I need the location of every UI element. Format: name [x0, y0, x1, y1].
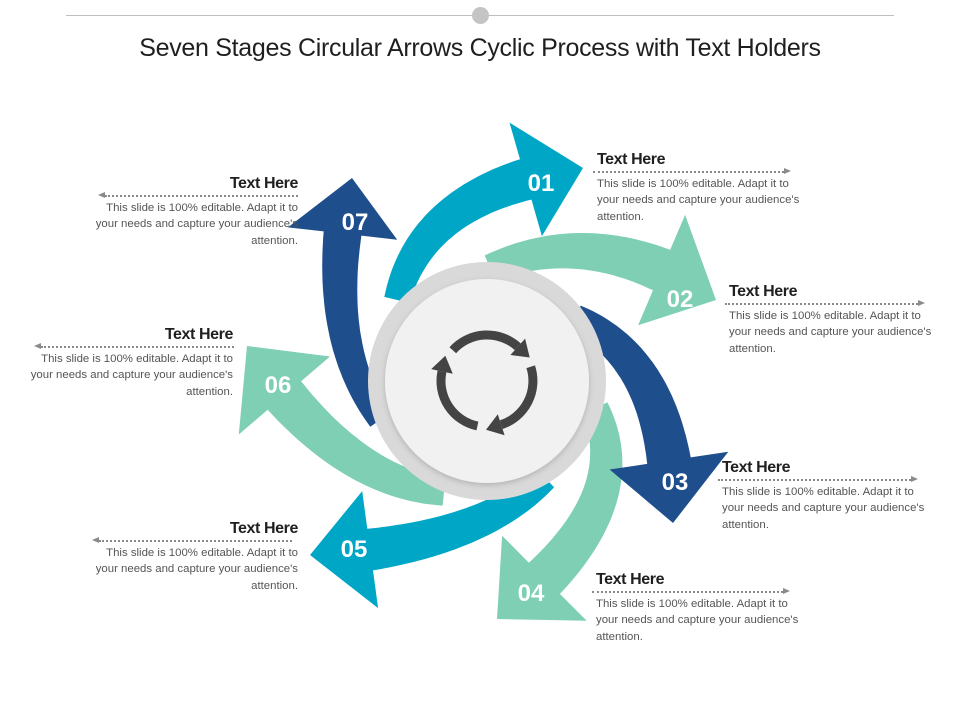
stage-number-04: 04	[518, 580, 545, 607]
stage-arrow-05	[310, 468, 555, 609]
recycle-arrowhead-3	[431, 355, 453, 374]
holder-dotted-arrow	[98, 192, 298, 198]
hub-inner-disc	[385, 279, 589, 483]
recycle-arc-2	[499, 365, 538, 429]
stage-arrow-03	[569, 305, 729, 523]
stage-number-03: 03	[662, 469, 689, 496]
stage-arrow-02	[484, 214, 716, 326]
holder-body-text: This slide is 100% editable. Adapt it to…	[596, 598, 799, 643]
recycle-arrows-icon	[431, 330, 538, 436]
holder-arrow-tip	[98, 192, 105, 198]
holder-arrow-tip	[783, 588, 790, 594]
holder-arrow-tip	[918, 300, 925, 306]
holder-body-text: This slide is 100% editable. Adapt it to…	[722, 486, 925, 531]
holder-body-text: This slide is 100% editable. Adapt it to…	[30, 353, 233, 398]
holder-body-text: This slide is 100% editable. Adapt it to…	[95, 547, 298, 592]
stage-numbers: 01 02 03 04 05 06 07	[265, 170, 694, 607]
stage-number-07: 07	[342, 209, 369, 236]
stage-number-02: 02	[667, 286, 694, 313]
stage-arrows	[238, 122, 729, 621]
holder-body-text: This slide is 100% editable. Adapt it to…	[95, 202, 298, 247]
holder-dotted-arrow	[34, 343, 234, 349]
holder-dotted-arrow	[593, 168, 791, 174]
stage-number-06: 06	[265, 372, 292, 399]
recycle-arrowhead-1	[510, 338, 530, 358]
stage-arrow-06	[238, 346, 446, 506]
top-divider-dot	[472, 7, 489, 24]
holder-body-text: This slide is 100% editable. Adapt it to…	[597, 178, 800, 223]
holder-dotted-arrow	[92, 537, 292, 543]
stage-arrow-01	[384, 122, 583, 304]
holder-arrow-tip	[911, 476, 918, 482]
stage-arrow-04	[497, 402, 623, 621]
holder-heading: Text Here	[229, 520, 299, 537]
holder-arrow-tip	[34, 343, 41, 349]
holder-body-text: This slide is 100% editable. Adapt it to…	[729, 310, 932, 355]
holder-dotted-arrow	[592, 588, 790, 594]
holder-heading: Text Here	[596, 571, 665, 588]
stage-number-05: 05	[341, 536, 368, 563]
center-hub	[368, 262, 606, 500]
holder-heading: Text Here	[229, 175, 299, 192]
recycle-arc-1	[449, 330, 521, 354]
holder-heading: Text Here	[164, 326, 234, 343]
recycle-arc-3	[436, 370, 479, 431]
recycle-arrowhead-2	[486, 414, 505, 436]
holder-heading: Text Here	[729, 283, 798, 300]
stage-arrow-07	[287, 178, 398, 427]
holder-heading: Text Here	[722, 459, 791, 476]
stage-number-01: 01	[528, 170, 555, 197]
holder-dotted-arrow	[718, 476, 918, 482]
holder-heading: Text Here	[597, 151, 666, 168]
holder-arrow-tip	[784, 168, 791, 174]
holder-arrow-tip	[92, 537, 99, 543]
holder-dotted-arrow	[725, 300, 925, 306]
slide-title: Seven Stages Circular Arrows Cyclic Proc…	[139, 34, 821, 62]
